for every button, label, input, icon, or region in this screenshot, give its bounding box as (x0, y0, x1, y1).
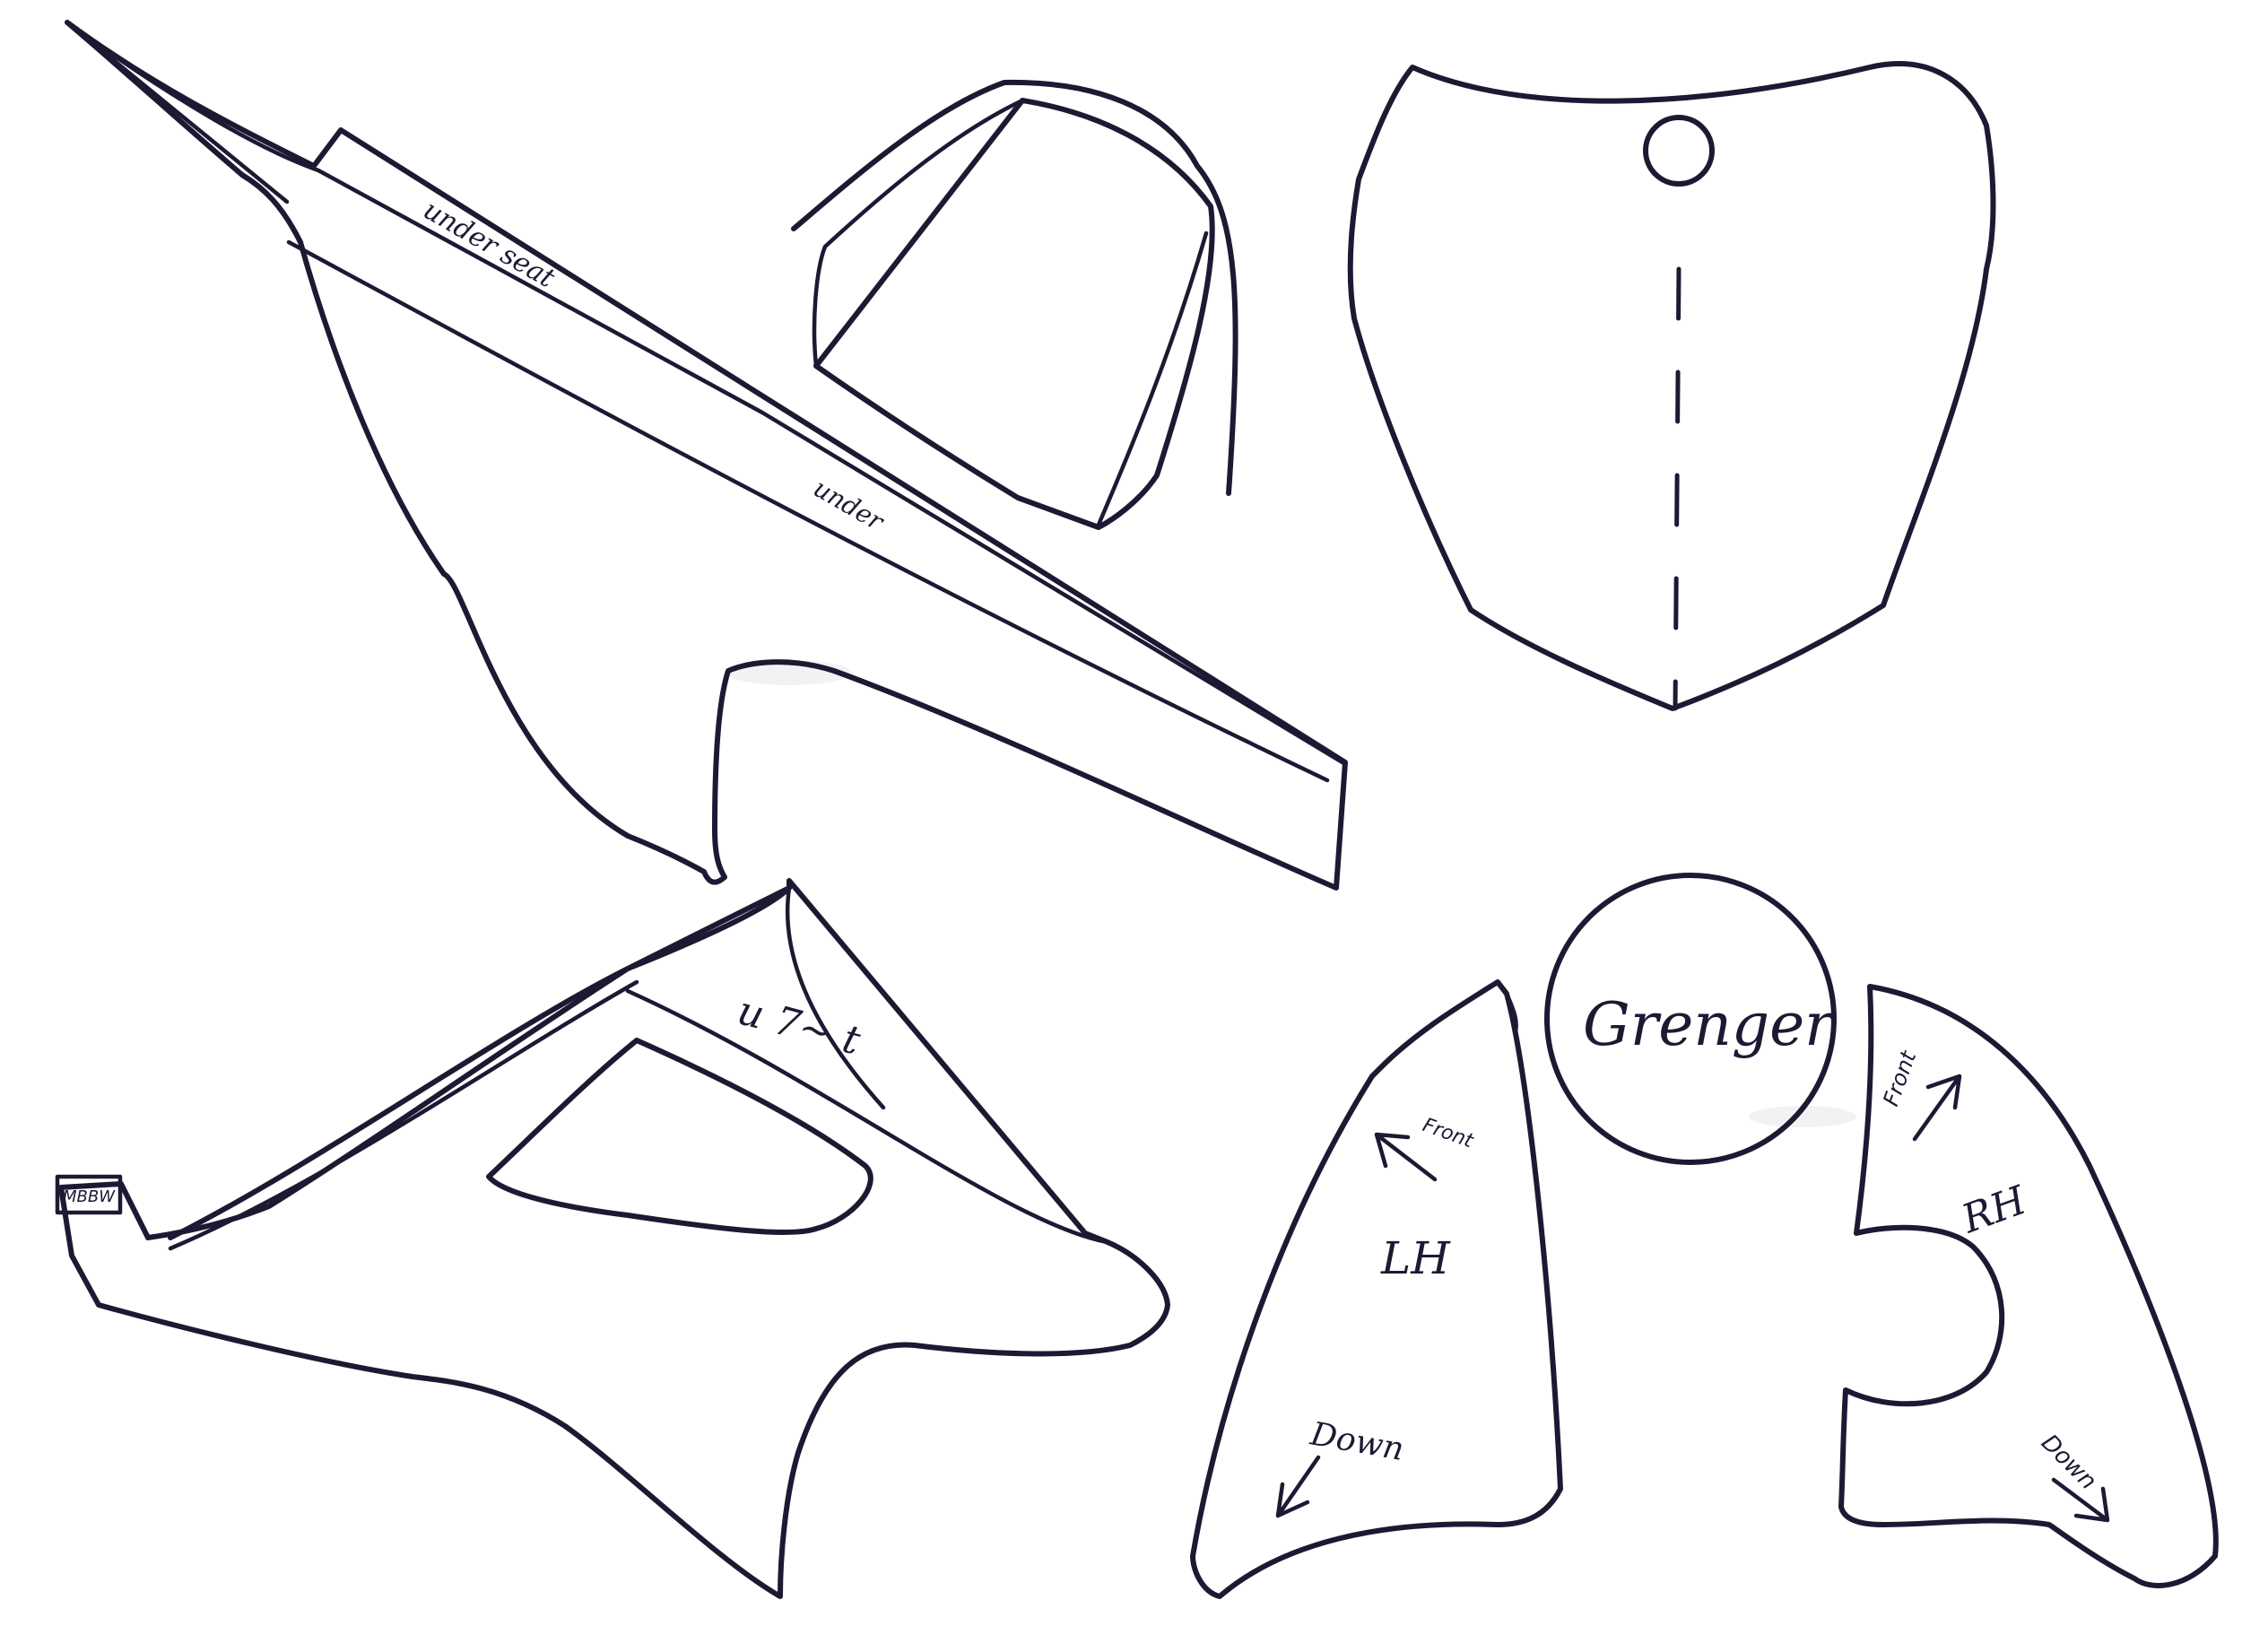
front-plate-centerline (1673, 266, 1682, 711)
shroud-window (486, 1038, 873, 1236)
side-plate-rh-front-arrow (1912, 1074, 1962, 1142)
small-panel-fold (1096, 230, 1209, 527)
small-panel-outer (791, 79, 1238, 496)
side-plate-rh-outline (1838, 984, 2219, 1588)
shroud-tab-label: MBBW (63, 1187, 116, 1206)
small-panel-template (791, 79, 1238, 530)
side-plate-rh-side-label: RH (1955, 1177, 2033, 1242)
side-plate-rh-down-arrow (2051, 1477, 2110, 1523)
front-plate-outline (1347, 61, 1996, 711)
side-plate-lh-template: Front LH Down (1190, 979, 1563, 1599)
scan-smudge (1749, 1106, 1856, 1127)
small-panel-side (812, 98, 1025, 369)
shroud-template: MBBW u 7~ t (55, 878, 1170, 1599)
sponsor-circle-template: Grenger (1544, 873, 1837, 1165)
shroud-top-edge (168, 885, 792, 1240)
sponsor-circle-label: Grenger (1583, 990, 1836, 1059)
side-plate-rh-front-label: Front (1878, 1047, 1921, 1109)
side-plate-lh-down-arrow (1275, 1455, 1321, 1518)
side-plate-lh-outline (1190, 979, 1563, 1599)
small-panel-body (813, 98, 1215, 530)
side-panel-upper-edge (65, 20, 1348, 767)
sponsor-circle (1544, 873, 1837, 1165)
side-panel-label-upper: under seat (418, 195, 560, 295)
side-plate-lh-down-label: Down (1307, 1415, 1406, 1468)
front-plate-template (1347, 61, 1996, 711)
side-plate-rh-down-label: Down (2036, 1430, 2101, 1495)
side-panel-outline (65, 20, 1348, 891)
side-plate-rh-template: Front RH Down (1838, 984, 2219, 1588)
shroud-fold (625, 988, 1110, 1245)
front-plate-hole (1643, 115, 1715, 187)
side-panel-tip-line (65, 20, 290, 204)
shroud-curve (785, 885, 886, 1110)
shroud-top-inner (168, 979, 639, 1251)
side-panel-inner-line (286, 239, 1330, 783)
side-plate-lh-side-label: LH (1380, 1232, 1451, 1284)
shroud-outline (58, 878, 1170, 1599)
side-plate-lh-front-arrow (1374, 1132, 1438, 1182)
side-plate-lh-edge (1504, 991, 1518, 1034)
side-plate-lh-front-label: Front (1420, 1114, 1477, 1153)
shroud-tab (55, 1174, 123, 1215)
